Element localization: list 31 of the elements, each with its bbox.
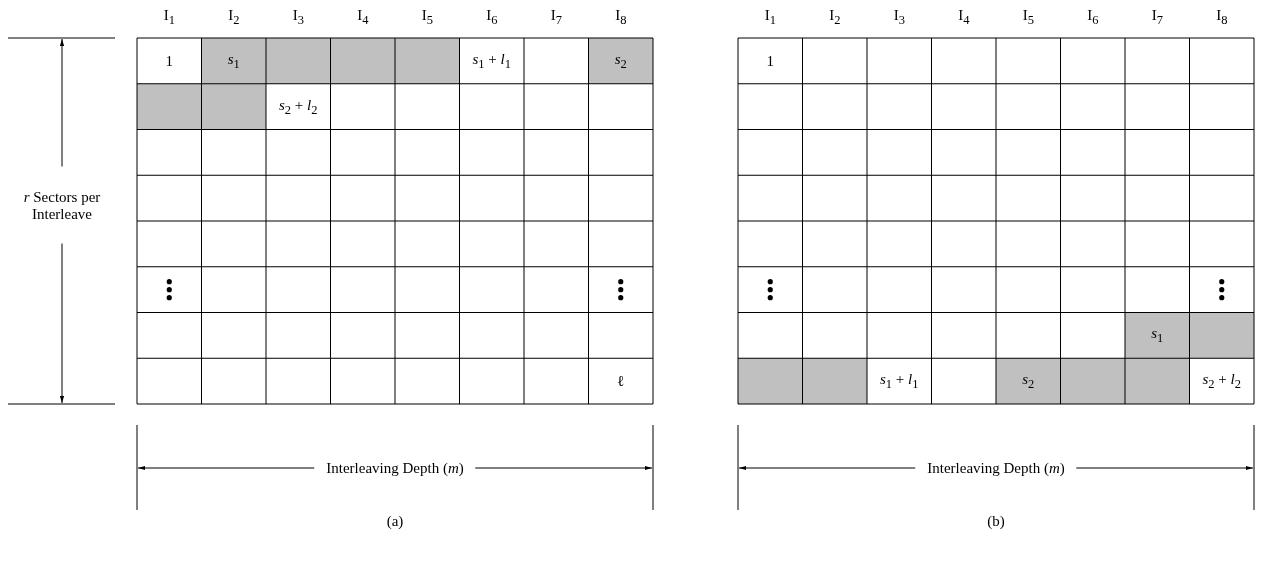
column-header: I$_{8}$ [1216, 6, 1228, 28]
column-header: I$_{3}$ [893, 6, 905, 28]
cell-value: ℓ [617, 372, 625, 390]
column-header: I$_{5}$ [421, 6, 433, 28]
column-header: I$_{4}$ [958, 6, 970, 28]
cell-value: s$_{1}$ [1151, 325, 1164, 346]
cell-value: s$_{1}$ [227, 50, 240, 72]
cell-value: s$_{2}$ [1022, 370, 1035, 392]
cell-value: 1 [766, 52, 774, 70]
column-header: I$_{1}$ [764, 6, 776, 28]
cell-value: 1 [165, 52, 173, 70]
column-header: I$_{5}$ [1022, 6, 1034, 28]
column-header: I$_{7}$ [1151, 6, 1163, 28]
column-header: I$_{8}$ [615, 6, 627, 28]
cell-value: s$_{2}$ + l$_{2}$ [279, 96, 318, 117]
column-header: I$_{1}$ [163, 6, 175, 28]
cell-value: s$_{1}$ + l$_{1}$ [472, 50, 511, 72]
dimension-label: Interleaving Depth (m) [915, 459, 1077, 477]
panel-caption: (b) [987, 512, 1005, 530]
column-header: I$_{2}$ [228, 6, 240, 28]
column-header: I$_{7}$ [550, 6, 562, 28]
column-header: I$_{2}$ [829, 6, 841, 28]
column-header: I$_{6}$ [1087, 6, 1099, 28]
column-header: I$_{3}$ [292, 6, 304, 28]
column-header: I$_{4}$ [357, 6, 369, 28]
cell-value: s$_{2}$ [614, 50, 627, 72]
panel-caption: (a) [386, 512, 404, 530]
cell-value: s$_{2}$ + l$_{2}$ [1202, 370, 1241, 392]
column-header: I$_{6}$ [486, 6, 498, 28]
dimension-label: Interleaving Depth (m) [314, 459, 476, 477]
cell-value: s$_{1}$ + l$_{1}$ [880, 370, 919, 392]
